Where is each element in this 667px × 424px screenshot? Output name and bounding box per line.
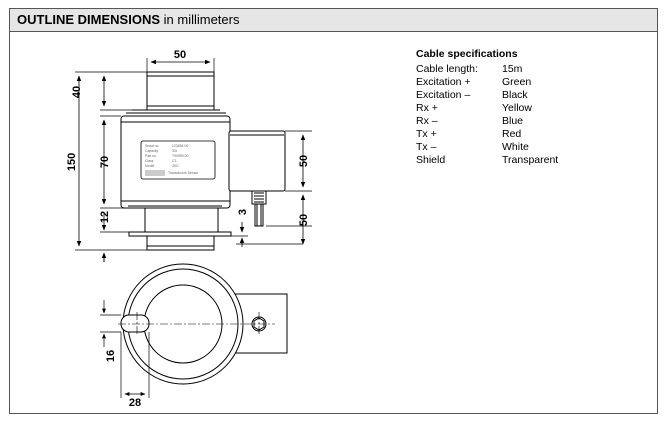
spec-row: Shield Transparent: [416, 154, 558, 167]
spec-label: Cable length:: [416, 63, 478, 75]
svg-text:Z6G: Z6G: [172, 164, 179, 168]
cable-spec-heading: Cable specifications: [416, 48, 518, 60]
title-subtitle: in millimeters: [163, 12, 240, 27]
spec-value: Transparent: [502, 154, 559, 166]
page-title: OUTLINE DIMENSIONS in millimeters: [17, 12, 239, 27]
spec-value: Blue: [502, 115, 524, 127]
spec-value: Black: [502, 89, 528, 101]
spec-row: Rx + Yellow: [416, 102, 558, 115]
dimension-labels: 50 40 150 70 12 50 50 3: [66, 49, 310, 226]
svg-text:Serial no.: Serial no.: [145, 144, 159, 148]
inner-button: [143, 284, 223, 364]
mounting-slot: [120, 314, 150, 333]
dim-hole-offset: 16: [105, 350, 117, 362]
spec-value: White: [502, 141, 529, 153]
center-lines: [118, 312, 275, 336]
title-bold: OUTLINE DIMENSIONS: [17, 12, 161, 27]
spec-label: Excitation +: [416, 76, 471, 88]
extension-lines: [75, 58, 312, 251]
spec-row: Tx + Red: [416, 128, 558, 141]
svg-text:Capacity: Capacity: [145, 149, 158, 153]
spec-row: Tx – White: [416, 141, 558, 154]
spec-label: Tx +: [416, 128, 437, 140]
spec-label: Tx –: [416, 141, 437, 153]
svg-text:30t: 30t: [172, 149, 177, 153]
spec-label: Rx +: [416, 102, 438, 114]
base-flange: [128, 207, 232, 251]
drawing-frame: OUTLINE DIMENSIONS in millimeters: [9, 8, 658, 414]
spec-label: Shield: [416, 154, 446, 166]
title-bar: OUTLINE DIMENSIONS in millimeters: [10, 9, 657, 32]
svg-text:T99999-00: T99999-00: [172, 154, 189, 158]
spec-row: Rx – Blue: [416, 115, 558, 128]
spec-value: 15m: [502, 63, 523, 75]
side-view: Serial no. 123456-00 Capacity 30t Part no.…: [75, 58, 312, 262]
spec-value: Green: [502, 76, 532, 88]
spec-label: Excitation –: [416, 89, 471, 101]
dim-top-height: 40: [71, 86, 83, 98]
dim-cable-gap: 3: [237, 209, 249, 215]
connector-box: [228, 130, 286, 227]
dim-box-height: 50: [298, 155, 310, 167]
svg-text:C3: C3: [172, 159, 176, 163]
spec-value: Yellow: [502, 102, 532, 114]
top-button: [146, 71, 215, 111]
svg-text:Part no.: Part no.: [145, 154, 157, 158]
top-view-labels: 16 28: [105, 350, 141, 409]
svg-text:Model: Model: [145, 164, 154, 168]
dim-base-height: 12: [99, 211, 111, 223]
spec-row: Excitation + Green: [416, 76, 558, 89]
svg-text:Class: Class: [145, 159, 154, 163]
nameplate: Serial no. 123456-00 Capacity 30t Part no.…: [140, 140, 216, 180]
dim-top-width: 50: [174, 49, 186, 61]
spec-row: Excitation – Black: [416, 89, 558, 102]
dimension-lines: [76, 59, 306, 262]
svg-text:123456-00: 123456-00: [172, 144, 188, 148]
spec-row: Cable length: 15m: [416, 63, 558, 76]
svg-text:Transducers Sensor: Transducers Sensor: [168, 171, 199, 175]
top-view: [100, 263, 288, 398]
dim-overall-height: 150: [66, 153, 78, 171]
dim-body-height: 70: [99, 156, 111, 168]
dim-cable-height: 50: [298, 214, 310, 226]
spec-label: Rx –: [416, 115, 438, 127]
dim-hole-width: 28: [129, 397, 141, 409]
spec-value: Red: [502, 128, 522, 140]
